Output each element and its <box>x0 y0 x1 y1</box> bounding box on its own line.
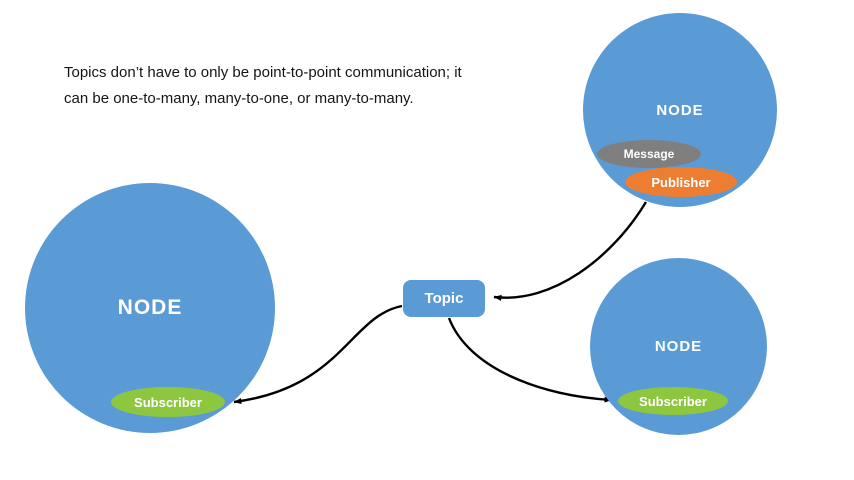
caption-text: Topics don’t have to only be point-to-po… <box>64 64 462 107</box>
node-bottom-right-label: NODE <box>654 338 703 355</box>
subscriber-badge-left: Subscriber <box>111 387 225 417</box>
message-badge: Message <box>597 140 701 168</box>
arrow-topic-to-right-subscriber <box>447 317 613 403</box>
topic-box: Topic <box>403 280 485 317</box>
node-top-right-label: NODE <box>656 101 704 119</box>
publisher-badge: Publisher <box>625 167 737 197</box>
subscriber-badge-right: Subscriber <box>618 387 728 415</box>
node-left-label: NODE <box>117 296 183 319</box>
